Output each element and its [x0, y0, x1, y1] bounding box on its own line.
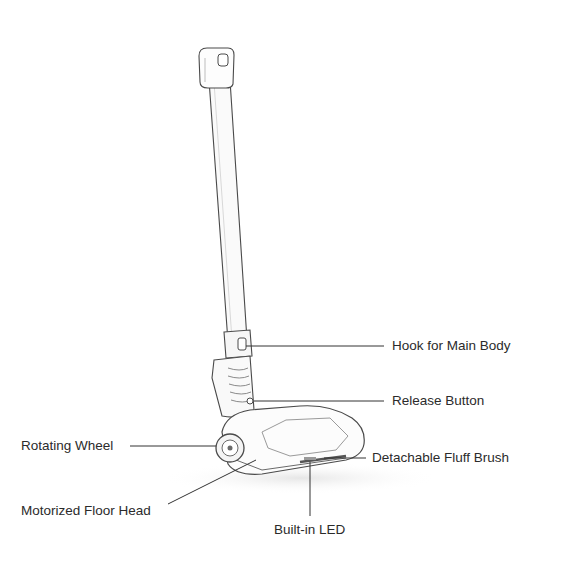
part-label: Motorized Floor Head [21, 503, 151, 519]
wheel-axle [228, 446, 233, 451]
rotating-wheel [216, 434, 244, 462]
part-label: Built-in LED [274, 522, 345, 538]
motorized-floor-head [222, 406, 364, 475]
leader-lines [130, 346, 384, 516]
leader-line [130, 446, 216, 447]
leader-line [324, 458, 366, 459]
hose-ribs [228, 368, 252, 402]
part-label: Hook for Main Body [392, 338, 511, 354]
part-label: Rotating Wheel [21, 438, 113, 454]
wheel-hub [222, 440, 238, 456]
leader-line [168, 460, 256, 504]
top-latch [218, 54, 228, 66]
part-label: Release Button [392, 393, 484, 409]
head-panel [262, 418, 348, 456]
leader-line [246, 346, 384, 347]
cap-shade [205, 58, 206, 82]
leader-line [254, 401, 384, 402]
neck-joint [212, 356, 254, 417]
built-in-led [304, 457, 316, 460]
leader-line [310, 462, 311, 516]
head-bottom-edge [236, 458, 346, 470]
top-connector [199, 48, 234, 88]
wand-tube [209, 80, 247, 342]
tube-highlight [214, 82, 232, 340]
hook [238, 338, 246, 350]
release-button [247, 398, 253, 404]
fluff-brush [300, 456, 346, 462]
hook-collar [224, 330, 252, 358]
part-label: Detachable Fluff Brush [372, 450, 509, 466]
